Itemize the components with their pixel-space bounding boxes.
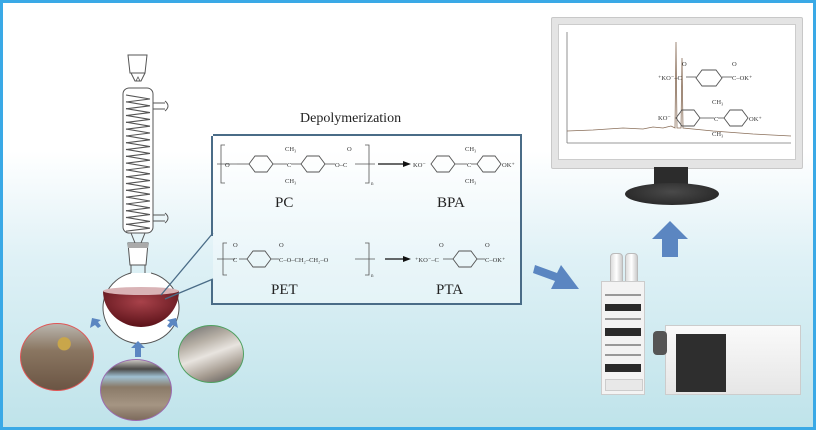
svg-text:O: O xyxy=(233,242,238,249)
arrow-sample-up-icon xyxy=(131,341,145,357)
svg-text:O: O xyxy=(485,242,490,249)
arrow-sample-right-icon xyxy=(167,318,178,328)
svg-text:KO⁻: KO⁻ xyxy=(658,115,671,122)
pet-structure: C O C–O–CH₂–CH₂–O O n ⁺KO⁻–C O C–OK⁺ O xyxy=(217,242,506,279)
condenser-coil-turn xyxy=(125,94,151,103)
arrow-up-to-monitor-icon xyxy=(652,221,688,257)
mass-spectrometer xyxy=(665,325,801,395)
condenser-coil-turn xyxy=(125,196,151,205)
ms-front-panel xyxy=(676,334,726,392)
solvent-bottle-2 xyxy=(625,253,638,283)
svg-text:C: C xyxy=(467,162,471,169)
depolymerization-title: Depolymerization xyxy=(300,111,402,126)
solvent-bottle-1 xyxy=(610,253,623,283)
svg-text:CH₃: CH₃ xyxy=(465,178,476,185)
monitor xyxy=(551,17,803,169)
svg-text:CH₃: CH₃ xyxy=(285,178,296,185)
svg-text:O: O xyxy=(732,61,737,68)
condenser-coil-turn xyxy=(125,155,151,164)
condenser-coil-turn xyxy=(125,216,151,225)
svg-text:CH₃: CH₃ xyxy=(285,146,296,153)
svg-text:CH₃: CH₃ xyxy=(712,131,723,138)
svg-text:C–O–CH₂–CH₂–O: C–O–CH₂–CH₂–O xyxy=(279,257,329,264)
condenser-coil-turn xyxy=(125,128,151,137)
sample-photo-sediment xyxy=(178,325,244,383)
condenser-coil-turn xyxy=(125,203,151,212)
round-bottom-flask xyxy=(102,272,180,345)
condenser-coil-turn xyxy=(125,114,151,123)
reaction-box xyxy=(211,134,522,305)
chromatogram xyxy=(566,32,792,144)
condenser-coil-turn xyxy=(125,148,151,157)
condenser-coil-turn xyxy=(125,101,151,110)
condenser-coil-turn xyxy=(125,189,151,198)
svg-text:n: n xyxy=(371,182,374,187)
svg-text:C–OK⁺: C–OK⁺ xyxy=(732,75,753,82)
monitor-stand xyxy=(625,183,719,205)
condenser-coil-turn xyxy=(125,162,151,171)
svg-text:O: O xyxy=(279,242,284,249)
svg-text:C: C xyxy=(714,116,718,123)
svg-text:O: O xyxy=(439,242,444,249)
svg-text:C: C xyxy=(287,162,291,169)
svg-text:O–C: O–C xyxy=(335,162,347,169)
sample-photo-mudflat xyxy=(100,359,172,421)
svg-text:n: n xyxy=(371,274,374,279)
arrow-to-lc-icon xyxy=(533,265,579,289)
pet-label: PET xyxy=(271,282,298,298)
callout-lines xyxy=(160,232,214,300)
svg-text:O: O xyxy=(225,162,230,169)
arrow-sample-left-icon xyxy=(90,318,101,328)
svg-text:O: O xyxy=(347,146,352,153)
pta-label: PTA xyxy=(436,282,464,298)
svg-text:CH₃: CH₃ xyxy=(465,146,476,153)
condenser-coil-turn xyxy=(125,210,151,219)
bpa-label: BPA xyxy=(437,195,465,211)
svg-text:KO⁻: KO⁻ xyxy=(413,162,426,169)
ms-source xyxy=(653,331,667,355)
svg-text:⁺KO⁻–C: ⁺KO⁻–C xyxy=(658,75,682,82)
svg-text:CH₃: CH₃ xyxy=(712,99,723,106)
monitor-structures: ⁺KO⁻–C O C–OK⁺ O KO⁻ CH₃ C CH₃ OK⁺ xyxy=(658,61,762,138)
svg-text:C: C xyxy=(233,257,237,264)
svg-text:O: O xyxy=(682,61,687,68)
svg-text:OK⁺: OK⁺ xyxy=(502,162,515,169)
condenser-coil-turn xyxy=(125,135,151,144)
svg-text:OK⁺: OK⁺ xyxy=(749,116,762,123)
pc-label: PC xyxy=(275,195,294,211)
condenser-coil-turn xyxy=(125,142,151,151)
svg-text:C–OK⁺: C–OK⁺ xyxy=(485,257,506,264)
condenser-coil-turn xyxy=(125,182,151,191)
monitor-screen xyxy=(558,24,796,160)
condenser-coil-turn xyxy=(125,176,151,185)
reflux-apparatus xyxy=(122,54,169,273)
condenser-coil-turn xyxy=(125,223,151,232)
svg-text:⁺KO⁻–C: ⁺KO⁻–C xyxy=(415,257,439,264)
condenser-coil-turn xyxy=(125,121,151,130)
sample-photo-excavation xyxy=(20,323,94,391)
condenser-coil-turn xyxy=(125,169,151,178)
condenser-coil-turn xyxy=(125,108,151,117)
pc-structure: O CH₃ C CH₃ O–C O n KO⁻ CH₃ C CH₃ OK⁺ xyxy=(217,144,515,187)
lc-stack xyxy=(601,281,645,395)
